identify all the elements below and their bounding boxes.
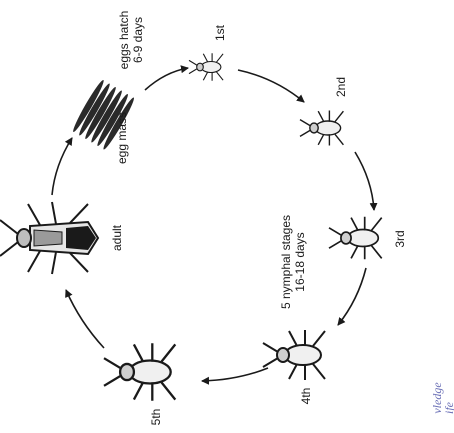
label-4th: 4th — [299, 388, 313, 405]
label-eggs-hatch-line2: 6-9 days — [131, 17, 145, 63]
arrow-2nd-to-3rd — [355, 152, 374, 210]
label-5th: 5th — [149, 409, 163, 426]
label-nymphal-line1: 5 nymphal stages — [279, 215, 293, 309]
label-3rd: 3rd — [393, 230, 407, 247]
watermark: vledge ife — [430, 382, 454, 414]
arrow-4th-to-5th — [202, 368, 268, 381]
nymph-2nd-illustration — [300, 111, 343, 146]
arrow-1st-to-2nd — [238, 70, 304, 102]
label-1st: 1st — [213, 24, 227, 41]
nymph-1st-illustration — [189, 53, 223, 81]
nymph-5th-illustration — [104, 343, 175, 401]
label-2nd: 2nd — [334, 77, 348, 97]
label-nymphal-line2: 16-18 days — [293, 232, 307, 291]
arrow-egghatch-to-1st — [145, 68, 188, 90]
label-eggs-hatch-line1: eggs hatch — [117, 11, 131, 70]
nymph-3rd-illustration — [329, 217, 382, 260]
watermark-line2: ife — [442, 401, 454, 414]
nymph-4th-illustration — [263, 330, 325, 380]
adult-bug-illustration — [0, 202, 98, 274]
arrow-adult-to-eggmass — [52, 138, 72, 195]
label-egg-mass: egg mass — [115, 112, 129, 164]
arrow-5th-to-adult — [66, 290, 104, 348]
arrow-3rd-to-4th — [338, 268, 366, 325]
label-adult: adult — [110, 224, 124, 251]
